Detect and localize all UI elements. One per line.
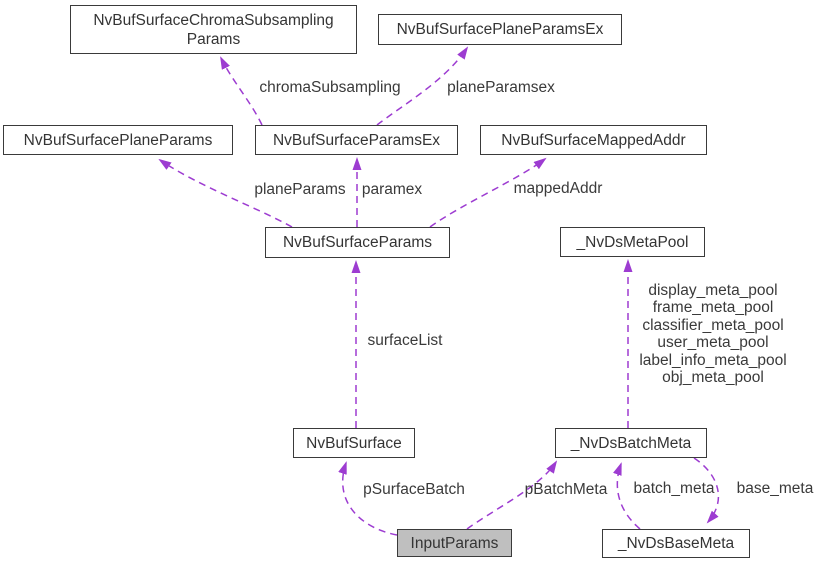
node-nvds-batch-meta[interactable]: _NvDsBatchMeta	[555, 428, 707, 458]
node-input-params: InputParams	[397, 529, 512, 557]
edge-label-batch-meta: batch_meta	[633, 480, 715, 497]
node-nvds-meta-pool[interactable]: _NvDsMetaPool	[560, 227, 705, 257]
edge-p-surface-batch	[338, 461, 398, 536]
edge-label-label-info-meta-pool: label_info_meta_pool	[639, 351, 787, 369]
node-nvbufsurface-params[interactable]: NvBufSurfaceParams	[265, 227, 450, 258]
edge-label-p-batch-meta: pBatchMeta	[524, 481, 608, 498]
edge-label-frame-meta-pool: frame_meta_pool	[652, 299, 774, 317]
edge-label-surface-list: surfaceList	[367, 332, 443, 349]
edge-label-plane-params: planeParams	[254, 181, 346, 198]
node-nvds-base-meta[interactable]: _NvDsBaseMeta	[602, 529, 750, 558]
edge-label-chroma-subsampling: chromaSubsampling	[259, 79, 401, 96]
node-nvbufsurface-plane-params[interactable]: NvBufSurfacePlaneParams	[3, 125, 233, 155]
edge-label-p-surface-batch: pSurfaceBatch	[363, 481, 465, 498]
node-nvbufsurface-plane-params-ex[interactable]: NvBufSurfacePlaneParamsEx	[378, 14, 622, 45]
edge-batch-meta	[613, 462, 641, 530]
edge-base-meta	[693, 457, 720, 524]
edge-label-obj-meta-pool: obj_meta_pool	[662, 368, 764, 386]
edge-label-plane-params-ex: planeParamsex	[447, 79, 555, 96]
edge-p-batch-meta	[466, 460, 558, 530]
node-nvbufsurface[interactable]: NvBufSurface	[293, 428, 415, 458]
edge-label-user-meta-pool: user_meta_pool	[657, 334, 769, 351]
edge-label-base-meta: base_meta	[736, 480, 814, 497]
edge-label-display-meta-pool: display_meta_pool	[648, 281, 778, 299]
edge-label-meta-pools: display_meta_pool frame_meta_pool classi…	[639, 282, 786, 386]
node-nvbufsurface-params-ex[interactable]: NvBufSurfaceParamsEx	[255, 125, 458, 155]
edge-chroma-subsampling	[220, 56, 263, 126]
edge-plane-params	[158, 158, 293, 228]
edge-mapped-addr	[429, 157, 547, 228]
node-nvbufsurface-chroma-subsampling-params[interactable]: NvBufSurfaceChromaSubsampling Params	[70, 5, 357, 54]
edge-label-mapped-addr: mappedAddr	[513, 180, 603, 197]
edge-label-classifier-meta-pool: classifier_meta_pool	[642, 316, 784, 334]
edge-label-paramex: paramex	[361, 181, 423, 198]
node-nvbufsurface-mapped-addr[interactable]: NvBufSurfaceMappedAddr	[480, 125, 707, 155]
